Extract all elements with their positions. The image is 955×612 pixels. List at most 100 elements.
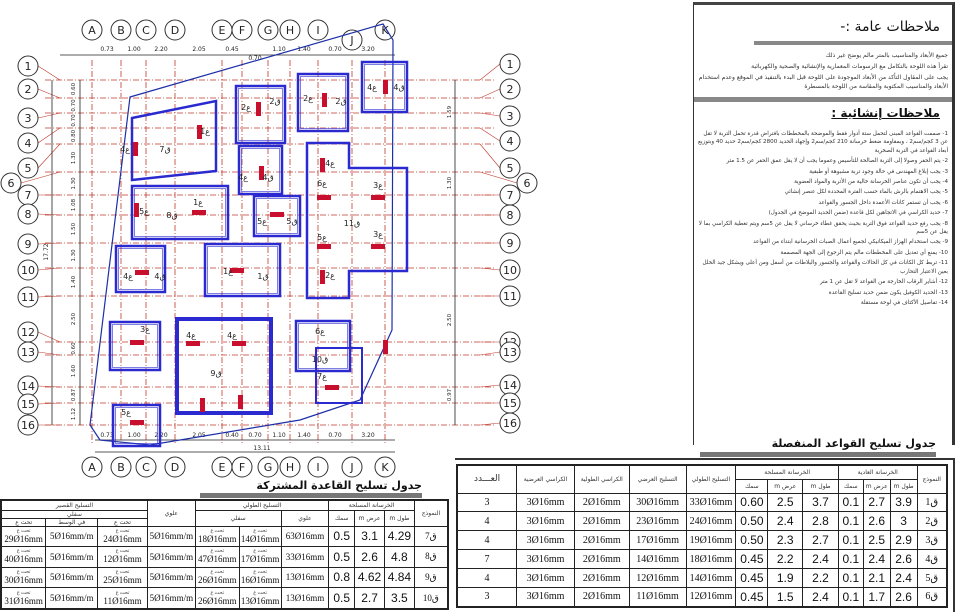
grid-label-column: I — [316, 24, 319, 37]
cell-cross-chairs: 3Ø16mm — [516, 492, 575, 513]
footing-label: ق10 — [312, 355, 328, 364]
structural-note: 4- يجب أن تكون عناصر الخرسانة خالية من ا… — [794, 179, 948, 186]
grid-label-row: 2 — [25, 83, 32, 96]
cell-p-thick: 0.1 — [837, 549, 864, 570]
grid-bubble-left — [17, 157, 39, 179]
cell-long-chairs: 2Ø16mm — [573, 492, 630, 513]
grid-label-column: C — [142, 24, 150, 37]
header-cross-reinf: التسليح العرضي — [628, 464, 687, 494]
footing-label: ع3 — [373, 181, 383, 190]
cell-p-length: 3 — [889, 511, 918, 532]
general-notes-title: ملاحظات عامة :- — [754, 5, 952, 45]
grid-leader — [479, 112, 501, 117]
grid-bubble-left — [17, 233, 39, 255]
column — [200, 398, 205, 412]
cell-p-width: 2.6 — [862, 511, 891, 532]
column — [230, 268, 244, 273]
header-bottom: سفلي — [194, 509, 282, 527]
cell-cross: 17Ø16mm — [628, 530, 687, 551]
cell-thick: 0.5 — [328, 525, 356, 548]
footing-inner — [238, 88, 283, 141]
grid-label-row: 8 — [507, 209, 514, 222]
cell-p-width: 1.7 — [862, 586, 891, 608]
cell-p-length: 2.6 — [889, 549, 918, 570]
cell-p-width: 2.5 — [862, 530, 891, 551]
footing — [294, 319, 352, 373]
cell-p-thick: 0.1 — [837, 586, 864, 608]
grid-label-row: 1 — [25, 60, 32, 73]
cell-long: 33Ø16mm — [685, 492, 737, 513]
grid-label-row: 4 — [25, 137, 32, 150]
grid-bubble-top — [110, 19, 132, 41]
grid-bubble-bottom — [307, 456, 329, 478]
header-middle: في الوسط — [45, 517, 99, 527]
grid-bubble-bottom — [231, 456, 253, 478]
footing-inner — [118, 248, 163, 290]
grid-label-row: 5 — [25, 162, 32, 175]
grid-leader — [37, 267, 61, 271]
grid-bubble-top — [81, 19, 103, 41]
grid-leader — [37, 385, 61, 388]
under-column-label: تحت ع — [253, 528, 267, 534]
grid-bubble-bottom — [81, 456, 103, 478]
general-note: تقرأ هذه اللوحة بالتكامل مع الرسومات الم… — [751, 63, 948, 70]
dimension-text: 0.70 — [71, 114, 77, 127]
cell-long: 14Ø16mm — [685, 568, 737, 588]
dimension-text: 1.08 — [71, 198, 77, 211]
grid-leader — [37, 351, 61, 356]
footing — [108, 320, 162, 372]
grid-label-column: G — [264, 461, 273, 474]
structural-notes-list: 1- صممت القواعد المبنى لتحمل ستة أدوار ف… — [696, 130, 948, 307]
structural-note: 5- يجب الاهتمام بالرش بالماء حسب الفترة … — [784, 189, 948, 196]
cell-cross: 30Ø16mm — [628, 492, 687, 513]
grid-label-row: 14 — [21, 380, 35, 393]
cell-thick: 0.8 — [328, 566, 356, 589]
under-column-label: تحت ع — [115, 549, 130, 555]
footing-inner — [207, 246, 278, 294]
structural-note: 12- أشاير الرقاب الخارجة من القواعد لا ت… — [819, 279, 948, 286]
grid-label-row: 14 — [503, 379, 517, 392]
cell-cross: 11Ø16mm — [628, 586, 687, 608]
cell-count: 3 — [456, 586, 518, 608]
grid-bubble-bottom — [374, 456, 396, 478]
cell-long: 24Ø16mm — [685, 511, 737, 532]
grid-label-column: E — [219, 461, 226, 474]
column — [371, 195, 385, 200]
grid-leader — [479, 351, 501, 356]
cell-model: ق8 — [413, 546, 449, 568]
notes-panel: ملاحظات عامة :- جميع الأبعاد والمناسيب ب… — [693, 2, 955, 445]
grid-label-column: F — [239, 24, 245, 37]
dimension-text: 3.20 — [361, 432, 375, 439]
cell-cross-chairs: 3Ø16mm — [516, 568, 575, 588]
grid-bubble-right — [499, 341, 521, 363]
header-short-reinf: التسليح القصير — [0, 499, 148, 511]
grid-bubble-right — [499, 157, 521, 179]
under-column-label: تحت ع — [210, 590, 225, 596]
dimension-text: 2.05 — [192, 46, 206, 53]
cell-thick: 0.5 — [328, 587, 356, 610]
grid-bubble-bottom — [257, 456, 279, 478]
header-count: العـــدد — [456, 464, 518, 494]
table-frame — [455, 458, 955, 612]
grid-label-column: K — [381, 461, 389, 474]
cell-cross: 14Ø16mm — [628, 549, 687, 570]
dimension-text: 1.30 — [71, 151, 77, 164]
under-column-label: تحت ع — [115, 569, 130, 575]
structural-note: 10- يمنع أي تعديل على المخططات مالم يتم … — [780, 249, 948, 256]
under-column-label: تحت ع — [115, 528, 130, 534]
grid-label-column: D — [171, 24, 179, 37]
grid-label-column: J — [349, 461, 353, 474]
cell-p-length: 2.4 — [889, 568, 918, 588]
cell-cross-chairs: 3Ø16mm — [516, 586, 575, 608]
grid-leader — [37, 127, 61, 144]
footing — [234, 84, 287, 145]
footing — [360, 60, 409, 114]
header-under-col: تحت ع — [0, 517, 47, 527]
footing — [237, 144, 284, 196]
cell-width: 4.62 — [354, 566, 385, 589]
